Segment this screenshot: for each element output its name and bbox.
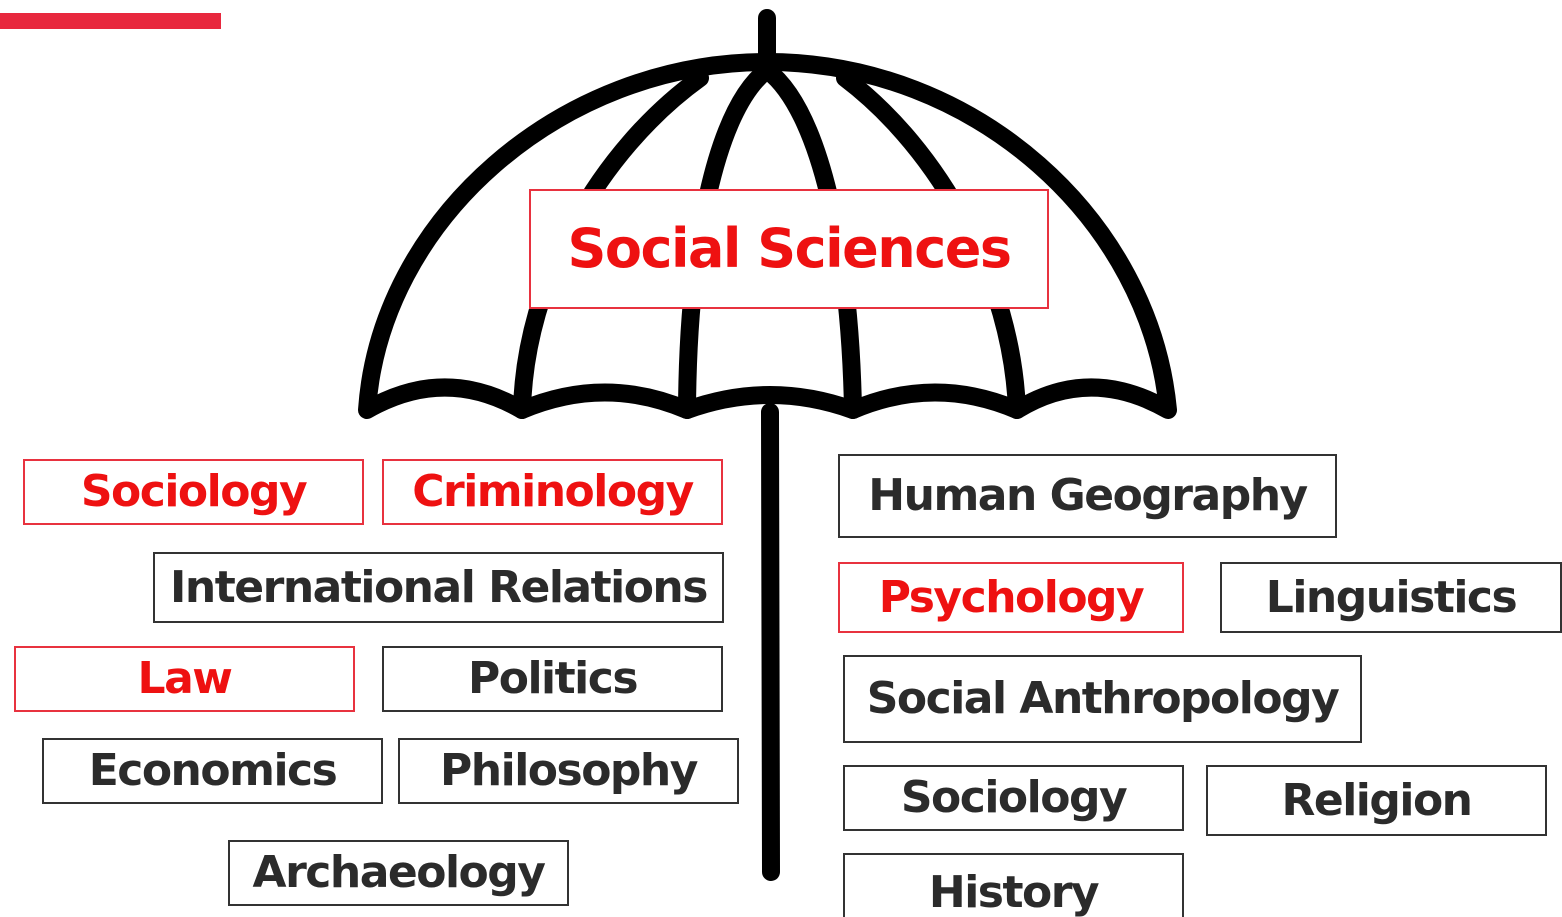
subject-box-law: Law (14, 646, 355, 712)
subject-label: Social Anthropology (866, 673, 1340, 724)
subject-box-politics: Politics (382, 646, 723, 712)
accent-bar (0, 13, 221, 29)
subject-box-economics: Economics (42, 738, 383, 804)
subject-label: Law (137, 653, 233, 704)
subject-box-international-relations: International Relations (153, 552, 724, 623)
subject-box-linguistics: Linguistics (1220, 562, 1562, 633)
subject-label: Philosophy (440, 745, 698, 796)
subject-box-sociology: Sociology (23, 459, 364, 525)
subject-label: Sociology (900, 772, 1128, 823)
subject-box-psychology: Psychology (838, 562, 1184, 633)
subject-label: Economics (88, 745, 338, 796)
subject-box-archaeology: Archaeology (228, 840, 569, 906)
subject-label: History (928, 867, 1100, 917)
subject-label: Archaeology (252, 847, 546, 898)
subject-label: Politics (467, 653, 639, 704)
subject-box-criminology: Criminology (382, 459, 723, 525)
subject-box-religion: Religion (1206, 765, 1547, 836)
umbrella-canopy (358, 53, 1177, 419)
subject-box-sociology-right: Sociology (843, 765, 1184, 831)
subject-label: International Relations (170, 561, 708, 613)
umbrella-shaft (761, 403, 780, 881)
subject-label: Linguistics (1265, 571, 1518, 623)
title-label: Social Sciences (567, 217, 1012, 280)
subject-label: Religion (1281, 774, 1473, 826)
subject-label: Sociology (80, 466, 308, 517)
subject-label: Criminology (412, 466, 694, 517)
subject-box-social-anthropology: Social Anthropology (843, 655, 1362, 743)
subject-box-history: History (843, 853, 1184, 917)
subject-box-human-geography: Human Geography (838, 454, 1337, 538)
subject-box-philosophy: Philosophy (398, 738, 739, 804)
subject-label: Human Geography (868, 470, 1308, 521)
subject-label: Psychology (878, 571, 1145, 623)
title-box: Social Sciences (529, 189, 1049, 309)
